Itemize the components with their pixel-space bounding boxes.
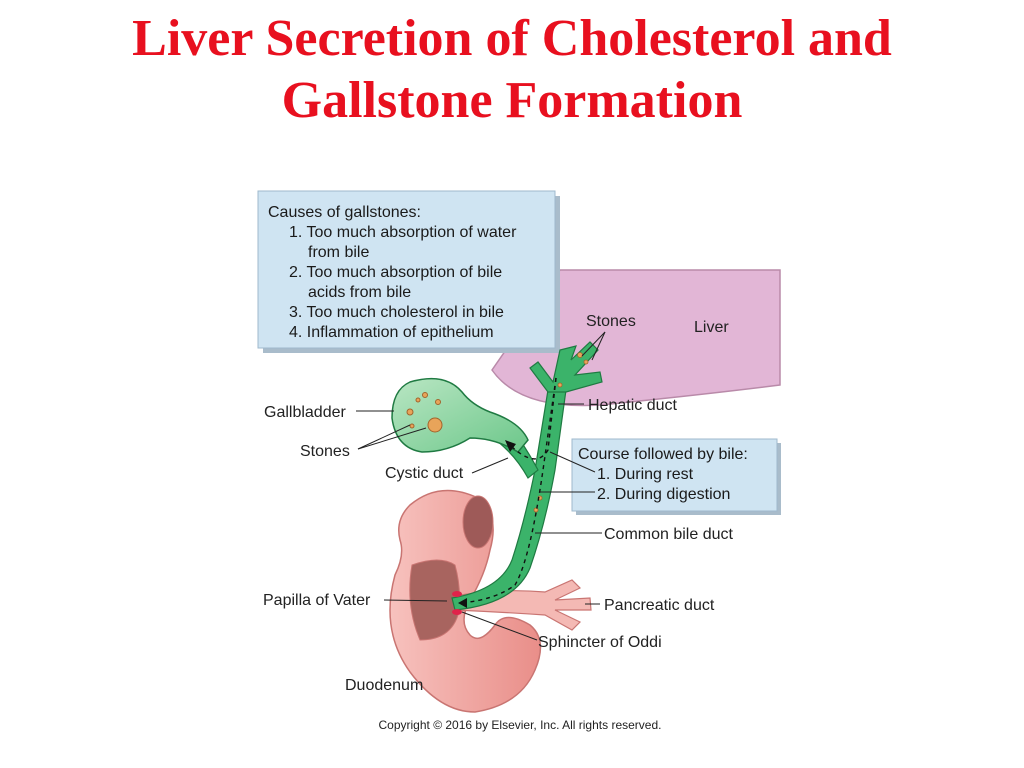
causes-line: 4. Inflammation of epithelium (289, 324, 494, 341)
course-item: 1. During rest (597, 466, 694, 483)
title-line-1: Liver Secretion of Cholesterol and (132, 10, 892, 67)
copyright-notice: Copyright © 2016 by Elsevier, Inc. All r… (378, 718, 662, 732)
label-cystic-duct: Cystic duct (385, 465, 464, 482)
causes-line: acids from bile (308, 284, 411, 301)
label-papilla-of-vater: Papilla of Vater (263, 592, 371, 609)
label-pancreatic-duct: Pancreatic duct (604, 597, 715, 614)
slide-title: Liver Secretion of Cholesterol and Galls… (0, 8, 1024, 132)
title-line-2: Gallstone Formation (281, 72, 743, 129)
common-bile-duct-shape (451, 389, 567, 611)
label-stones-gallbladder: Stones (300, 443, 350, 460)
causes-line: from bile (308, 244, 369, 261)
label-liver: Liver (694, 319, 729, 336)
causes-line: 2. Too much absorption of bile (289, 264, 502, 281)
label-common-bile-duct: Common bile duct (604, 526, 734, 543)
label-duodenum: Duodenum (345, 677, 423, 694)
course-item: 2. During digestion (597, 486, 730, 503)
leader-lines (356, 331, 606, 641)
duct-stones (533, 352, 589, 513)
causes-line: 1. Too much absorption of water (289, 224, 517, 241)
course-box: Course followed by bile: 1. During rest … (571, 438, 781, 515)
flow-arrowhead (458, 598, 467, 608)
flow-arrowhead (505, 440, 516, 452)
label-sphincter-of-oddi: Sphincter of Oddi (538, 634, 662, 651)
label-gallbladder: Gallbladder (264, 404, 347, 421)
sphincter-of-oddi-shape (452, 591, 462, 615)
gallstones (406, 392, 443, 433)
course-heading: Course followed by bile: (578, 446, 748, 463)
causes-line: 3. Too much cholesterol in bile (289, 304, 504, 321)
label-hepatic-duct: Hepatic duct (588, 397, 677, 414)
bile-flow-paths (459, 377, 557, 604)
label-stones-liver: Stones (586, 313, 636, 330)
causes-box: Causes of gallstones: 1. Too much absorp… (257, 190, 560, 353)
causes-heading: Causes of gallstones: (268, 204, 421, 221)
